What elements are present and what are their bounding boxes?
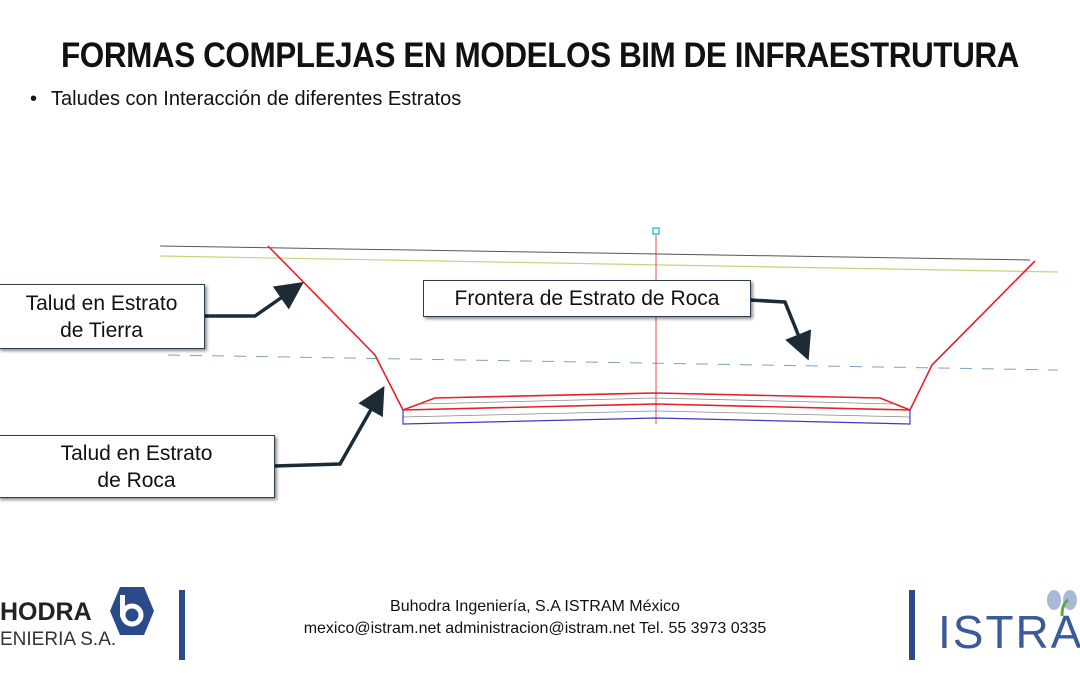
footer-company: Buhodra Ingeniería, S.A ISTRAM México <box>390 598 680 615</box>
istram-logo: ISTRAM <box>938 606 1080 658</box>
terrain-line <box>159 245 1031 261</box>
pavement-top <box>402 392 911 411</box>
callout-line: Talud en Estrato <box>25 291 178 315</box>
footer-contact: mexico@istram.net administracion@istram.… <box>303 620 767 637</box>
callout-line: Frontera de Estrato de Roca <box>454 287 720 310</box>
callout-line: de Tierra <box>60 318 143 342</box>
arrow-rock-slope <box>273 385 385 468</box>
footer-divider-left <box>179 590 185 660</box>
subgrade-layer <box>402 410 911 418</box>
page-title: FORMAS COMPLEJAS EN MODELOS BIM DE INFRA… <box>61 36 1019 75</box>
arrow-rock-boundary <box>749 298 812 361</box>
logo-line1: HODRA <box>0 598 92 626</box>
istram-flower-icon <box>1047 590 1077 617</box>
callout-earth-slope: Talud en Estrato de Tierra <box>0 284 205 349</box>
bullet-text: Taludes con Interacción de diferentes Es… <box>51 88 462 110</box>
callout-line: de Roca <box>97 468 176 492</box>
rock-boundary-line <box>167 354 1059 371</box>
arrow-earth-slope <box>205 281 304 318</box>
subgrade-outline <box>402 410 911 425</box>
logo-line2: ENIERIA S.A. <box>0 629 117 650</box>
axis-marker <box>652 227 660 235</box>
left-slope <box>267 245 404 411</box>
footer-divider-right <box>909 590 915 660</box>
bullet-dot: • <box>30 88 38 110</box>
buhodra-b-icon <box>110 587 154 635</box>
callout-rock-boundary: Frontera de Estrato de Roca <box>423 280 751 317</box>
pavement-bottom <box>402 403 911 411</box>
bullet-item: • Taludes con Interacción de diferentes E… <box>30 88 461 111</box>
callout-rock-slope: Talud en Estrato de Roca <box>0 435 275 498</box>
callout-line: Talud en Estrato <box>60 441 213 465</box>
pavement-layer <box>419 397 896 405</box>
right-slope <box>909 260 1036 411</box>
buhodra-logo: HODRA ENIERIA S.A. <box>0 598 116 651</box>
terrain-secondary-line <box>159 255 1059 273</box>
